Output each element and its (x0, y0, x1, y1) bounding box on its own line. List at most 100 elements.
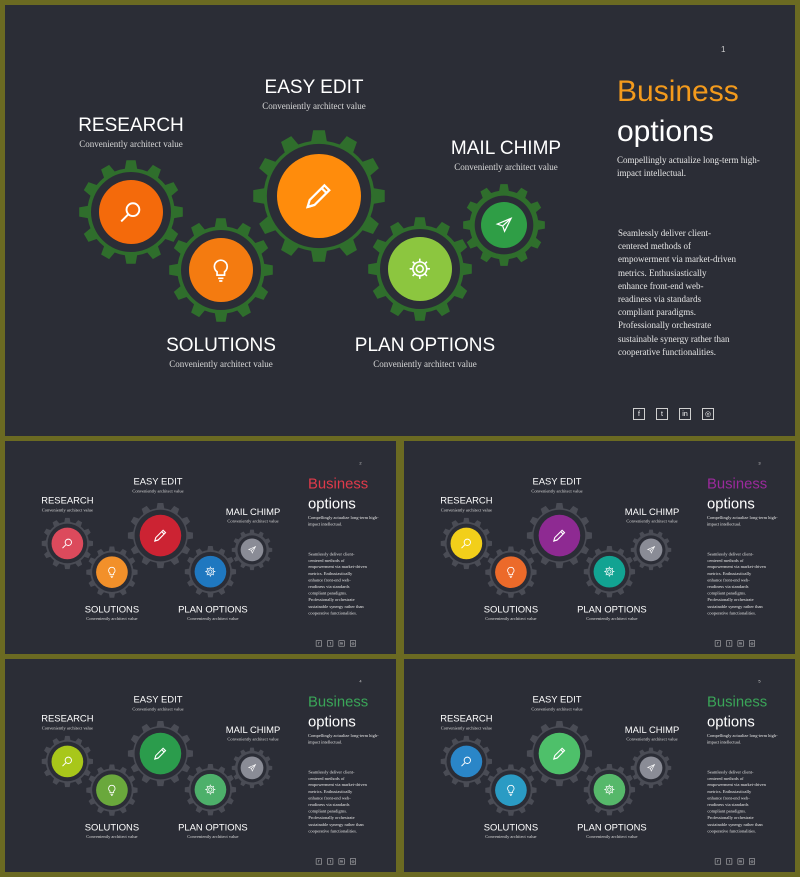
caption-solutions: Conveniently architect value (86, 834, 138, 840)
linkedin-icon[interactable]: in (679, 408, 691, 420)
title-line-2: options (307, 495, 356, 512)
label-easy-edit: EASY EDIT (133, 694, 183, 706)
search-icon (51, 745, 84, 778)
page-number: 4 (359, 678, 362, 684)
subtitle: Compellingly actualize long-term high-im… (706, 515, 778, 527)
twitter-icon[interactable]: t (726, 640, 733, 647)
label-easy-edit: EASY EDIT (532, 476, 582, 488)
linkedin-icon[interactable]: in (338, 640, 345, 647)
twitter-icon[interactable]: t (656, 408, 668, 420)
gear-mail-chimp (230, 746, 274, 790)
caption-research: Conveniently architect value (41, 507, 93, 513)
title-line-1: Business (307, 693, 369, 710)
label-plan-options: PLAN OPTIONS (354, 335, 496, 356)
gear-mail-chimp (460, 181, 548, 269)
gear-solutions (484, 763, 538, 817)
page-number: 2 (359, 460, 362, 466)
bulb-icon (96, 774, 128, 807)
label-mail-chimp: MAIL CHIMP (450, 138, 562, 159)
gear-solutions (166, 215, 276, 325)
facebook-icon[interactable]: f (315, 858, 322, 865)
instagram-icon[interactable]: ◎ (350, 858, 356, 865)
search-icon (99, 180, 163, 244)
caption-mail-chimp: Conveniently architect value (227, 518, 279, 524)
caption-easy-edit: Conveniently architect value (531, 488, 583, 494)
instagram-icon[interactable]: ◎ (350, 640, 356, 647)
twitter-icon[interactable]: t (327, 640, 334, 647)
caption-plan-options: Conveniently architect value (187, 616, 239, 622)
gear-mail-chimp (629, 746, 673, 790)
caption-mail-chimp: Conveniently architect value (626, 518, 678, 524)
caption-mail-chimp: Conveniently architect value (227, 736, 279, 742)
gear-plan-options (365, 214, 475, 324)
bulb-icon (96, 556, 128, 589)
facebook-icon[interactable]: f (714, 858, 721, 865)
twitter-icon[interactable]: t (327, 858, 334, 865)
caption-solutions: Conveniently architect value (485, 616, 537, 622)
title-line-1: Business (706, 693, 768, 710)
pencil-icon (538, 514, 581, 557)
label-plan-options: PLAN OPTIONS (577, 604, 647, 615)
gear-plan-options (183, 544, 237, 598)
caption-plan-options: Conveniently architect value (373, 359, 477, 369)
label-research: RESEARCH (41, 713, 94, 724)
label-mail-chimp: MAIL CHIMP (225, 506, 281, 518)
caption-mail-chimp: Conveniently architect value (454, 162, 558, 172)
caption-easy-edit: Conveniently architect value (262, 101, 366, 111)
caption-easy-edit: Conveniently architect value (531, 706, 583, 712)
pencil-icon (139, 732, 182, 775)
instagram-icon[interactable]: ◎ (749, 858, 755, 865)
caption-solutions: Conveniently architect value (169, 359, 273, 369)
facebook-icon[interactable]: f (714, 640, 721, 647)
title-line-2: options (706, 495, 755, 512)
caption-solutions: Conveniently architect value (86, 616, 138, 622)
twitter-icon[interactable]: t (726, 858, 733, 865)
label-solutions: SOLUTIONS (84, 822, 140, 833)
label-easy-edit: EASY EDIT (133, 476, 183, 488)
page-number: 3 (758, 460, 761, 466)
gear-icon (388, 237, 452, 301)
facebook-icon[interactable]: f (633, 408, 645, 420)
linkedin-icon[interactable]: in (338, 858, 345, 865)
label-plan-options: PLAN OPTIONS (178, 822, 248, 833)
linkedin-icon[interactable]: in (737, 858, 744, 865)
subtitle: Compellingly actualize long-term high-im… (617, 155, 760, 178)
label-research: RESEARCH (440, 495, 493, 506)
gear-plan-options (183, 762, 237, 816)
caption-research: Conveniently architect value (41, 725, 93, 731)
caption-plan-options: Conveniently architect value (187, 834, 239, 840)
plane-icon (639, 756, 663, 780)
gear-icon (593, 555, 626, 588)
page-number: 5 (758, 678, 761, 684)
body-text: Seamlessly deliver client-centered metho… (707, 551, 766, 616)
body-text: Seamlessly deliver client-centered metho… (707, 769, 766, 834)
instagram-icon[interactable]: ◎ (702, 408, 714, 420)
title-line-2: options (617, 115, 714, 148)
bulb-icon (495, 556, 527, 589)
instagram-icon[interactable]: ◎ (749, 640, 755, 647)
gear-icon (593, 773, 626, 806)
caption-easy-edit: Conveniently architect value (132, 706, 184, 712)
label-plan-options: PLAN OPTIONS (577, 822, 647, 833)
body-text: Seamlessly deliver client-centered metho… (618, 228, 736, 357)
bulb-icon (189, 238, 253, 302)
linkedin-icon[interactable]: in (737, 640, 744, 647)
gear-solutions (85, 763, 139, 817)
pencil-icon (538, 732, 581, 775)
gear-research (40, 516, 94, 570)
pencil-icon (277, 154, 361, 238)
caption-research: Conveniently architect value (79, 139, 183, 149)
gear-easy-edit (126, 719, 194, 787)
facebook-icon[interactable]: f (315, 640, 322, 647)
label-research: RESEARCH (78, 115, 184, 136)
